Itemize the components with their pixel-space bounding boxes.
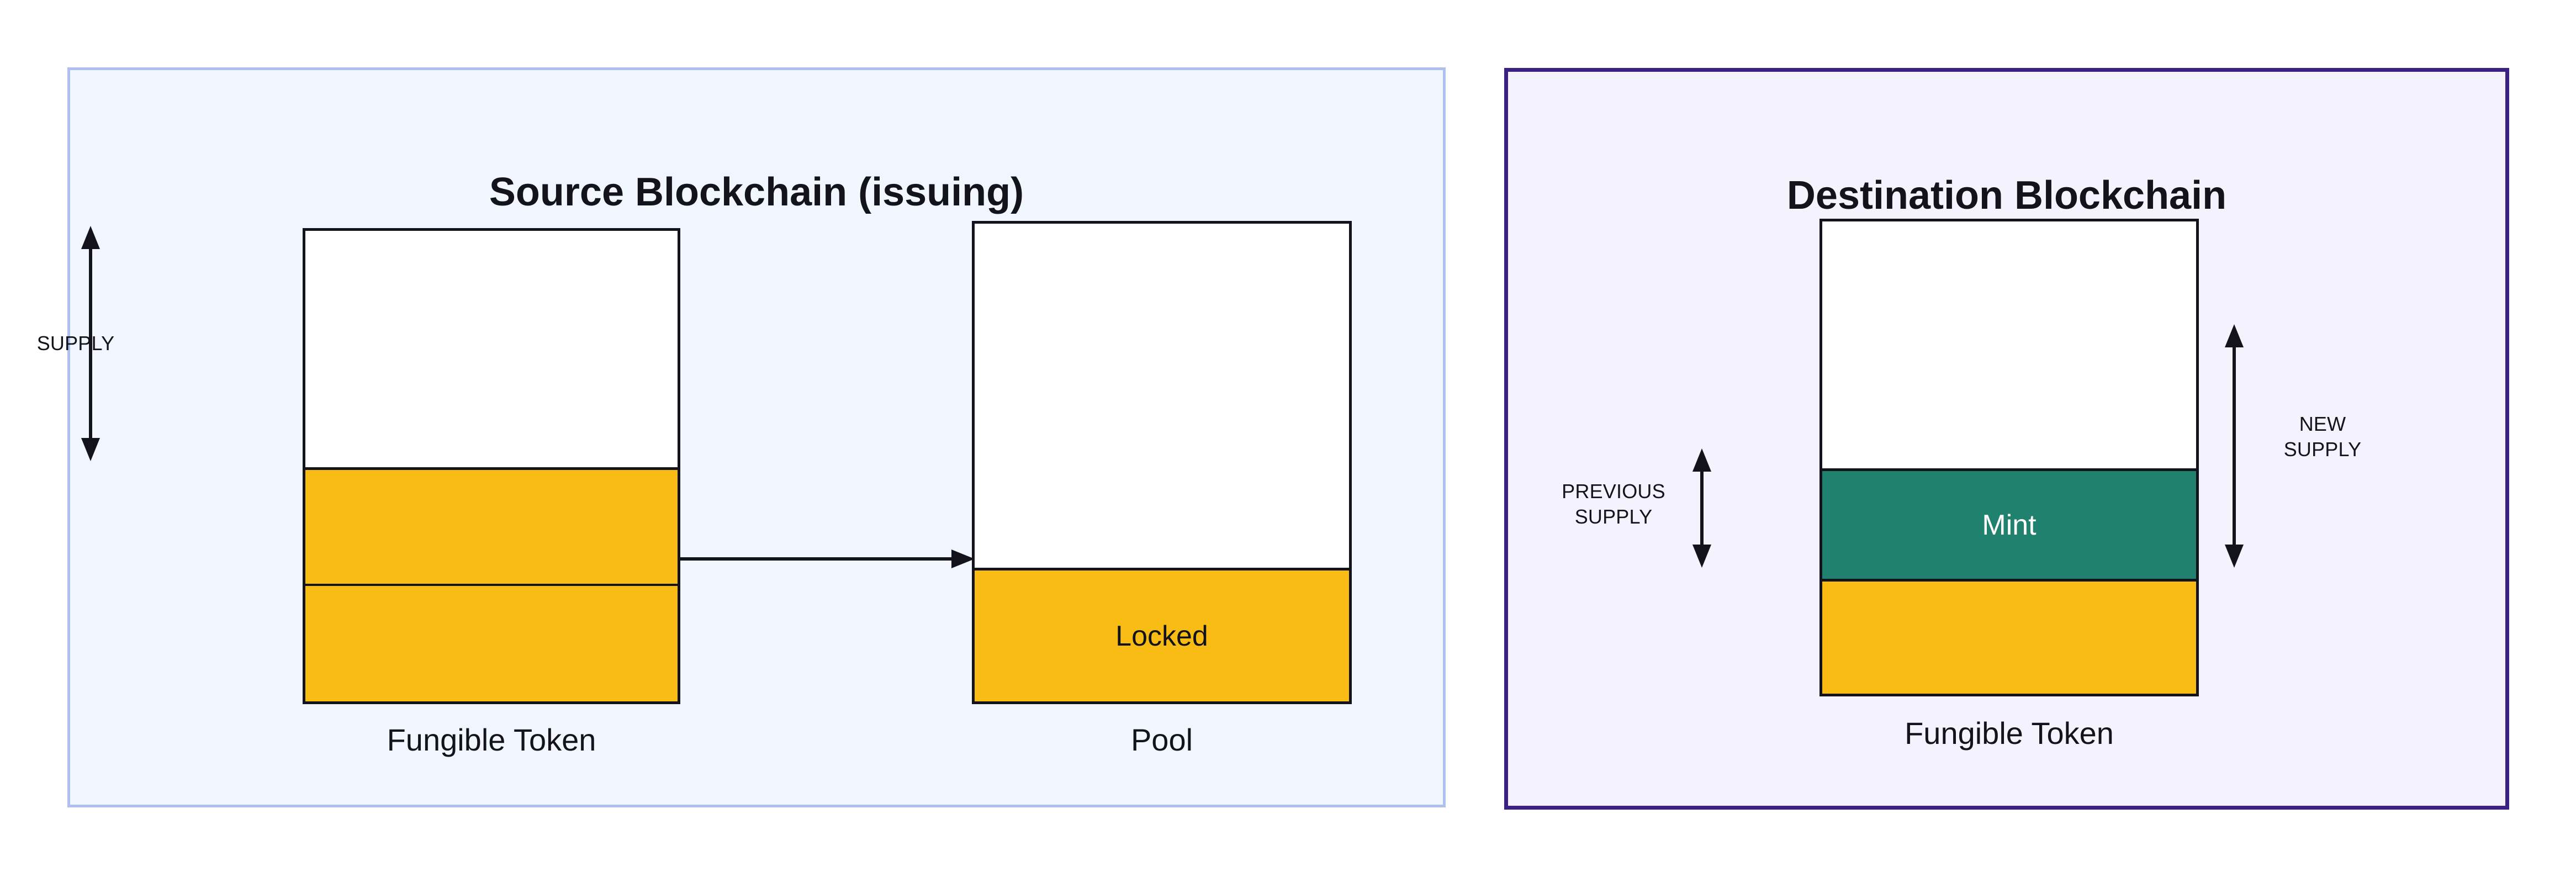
destination-token-previous-supply-segment [1822,579,2196,694]
lock-transfer-arrow [680,548,976,570]
source-fungible-token-stack [303,228,680,704]
supply-measure-label: SUPPLY [36,332,115,355]
pool-empty-segment [975,224,1349,568]
destination-fungible-token-stack: Mint [1819,219,2199,696]
double-vertical-arrow-icon [1692,448,1711,568]
pool-locked-label: Locked [1115,620,1208,652]
supply-measure-arrow [80,225,102,462]
destination-token-empty-segment [1822,221,2196,468]
destination-token-caption: Fungible Token [1905,716,2114,751]
new-supply-measure-arrow [2223,323,2245,569]
source-token-empty-segment [305,231,678,467]
destination-blockchain-panel: Destination Blockchain Mint Fungible Tok… [1504,68,2509,810]
destination-token-mint-label: Mint [1982,509,2037,541]
new-supply-measure-label: NEW SUPPLY [2283,413,2362,461]
double-vertical-arrow-icon [2225,324,2244,568]
double-vertical-arrow-icon [81,226,100,461]
source-token-caption: Fungible Token [387,722,596,757]
source-panel-title: Source Blockchain (issuing) [489,170,1024,214]
source-blockchain-panel: Source Blockchain (issuing) Fungible Tok… [37,67,1446,807]
source-token-supply-upper-segment [305,467,678,584]
previous-supply-measure-label: PREVIOUS SUPPLY [1562,480,1665,529]
destination-token-mint-segment: Mint [1822,468,2196,579]
destination-panel-title: Destination Blockchain [1786,173,2227,218]
pool-locked-segment: Locked [975,568,1349,701]
source-token-supply-lower-segment [305,584,678,701]
right-arrow-icon [680,550,975,568]
source-pool-caption: Pool [1130,722,1193,757]
source-pool-stack: Locked [972,221,1352,704]
previous-supply-measure-arrow [1691,447,1713,569]
